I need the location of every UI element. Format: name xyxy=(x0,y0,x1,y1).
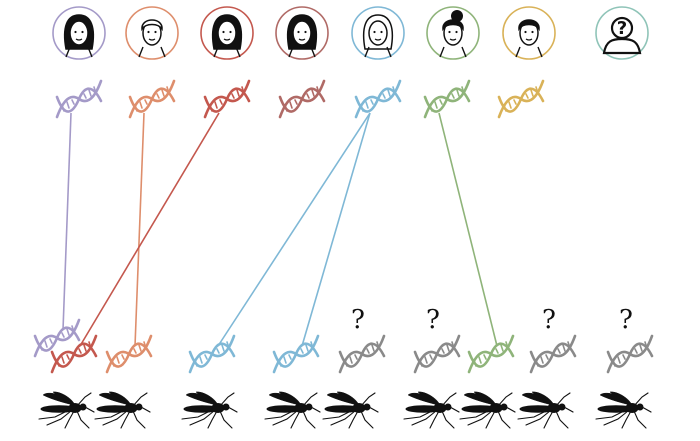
dna-icon xyxy=(128,79,176,119)
woman-long-straight-hair-icon xyxy=(200,6,254,60)
mosquito-icon xyxy=(403,391,460,429)
dna-icon xyxy=(529,334,577,374)
link-p5-m4 xyxy=(217,112,371,347)
dna-icon xyxy=(606,334,654,374)
mosquito-icon xyxy=(94,391,151,429)
man-short-hair-icon xyxy=(502,6,556,60)
mosquito-icon xyxy=(517,391,574,429)
dna-icon xyxy=(423,79,471,119)
people-layer: ? xyxy=(52,6,649,119)
dna-icon xyxy=(467,334,515,374)
woman-hair-bun-icon xyxy=(426,6,480,60)
woman-wavy-hair-icon xyxy=(275,6,329,60)
unknown-source-label: ? xyxy=(351,305,365,335)
man-swept-hair-icon xyxy=(125,6,179,60)
dna-icon xyxy=(278,79,326,119)
mosquito-icon xyxy=(264,391,321,429)
link-p6-m8 xyxy=(438,112,498,347)
dna-icon xyxy=(338,334,386,374)
link-p1-m1 xyxy=(62,112,72,331)
mosquito-icon xyxy=(595,391,652,429)
link-p5-m5 xyxy=(301,112,371,347)
link-p3-m2 xyxy=(79,112,220,347)
woman-short-bob-icon xyxy=(52,6,106,60)
mosquito-icon xyxy=(322,391,379,429)
link-p2-m3 xyxy=(134,112,145,347)
dna-icon xyxy=(272,334,320,374)
dna-icon xyxy=(55,79,103,119)
dna-icon xyxy=(33,318,81,358)
mosquito-icon xyxy=(459,391,516,429)
links-layer xyxy=(62,112,498,347)
dna-icon xyxy=(50,334,98,374)
dna-icon xyxy=(105,334,153,374)
dna-icon xyxy=(188,334,236,374)
unknown-person-label: ? xyxy=(617,18,627,39)
mosquito-layer: ???? xyxy=(33,305,654,429)
dna-icon xyxy=(413,334,461,374)
woman-curly-hair-icon xyxy=(351,6,405,60)
mosquito-icon xyxy=(181,391,238,429)
mosquito-icon xyxy=(38,391,95,429)
dna-icon xyxy=(203,79,251,119)
dna-icon xyxy=(354,79,402,119)
dna-icon xyxy=(497,79,545,119)
unknown-person-icon: ? xyxy=(595,6,649,60)
unknown-source-label: ? xyxy=(542,305,556,335)
unknown-source-label: ? xyxy=(619,305,633,335)
unknown-source-label: ? xyxy=(426,305,440,335)
